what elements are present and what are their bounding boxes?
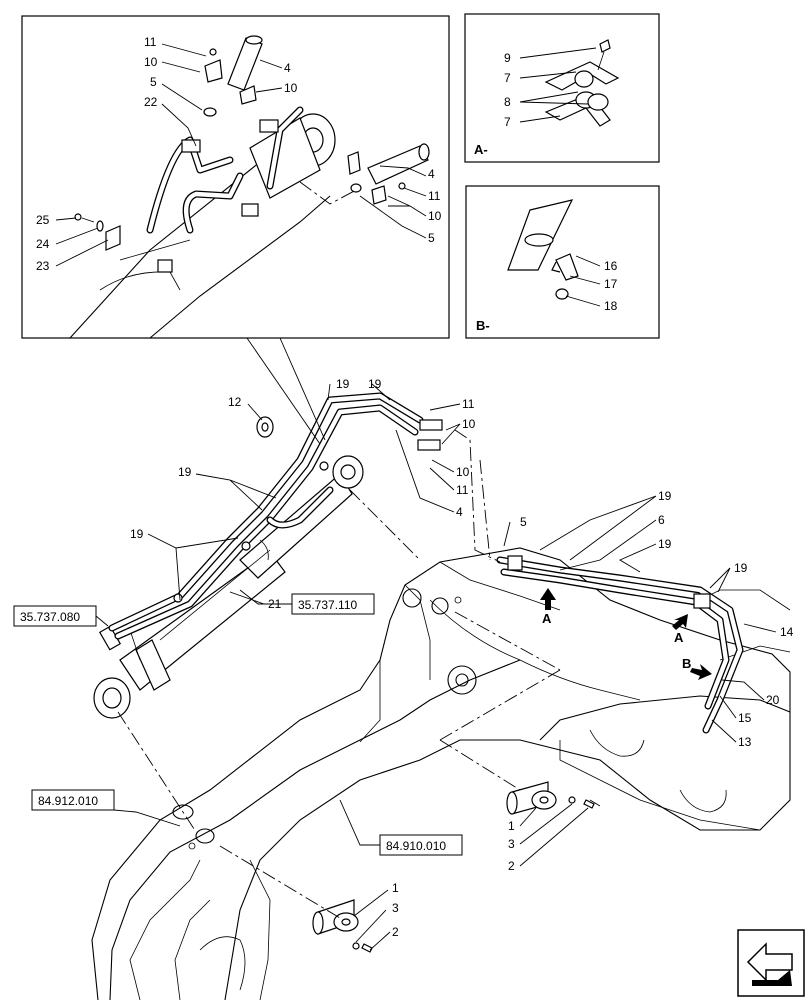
projection-lines bbox=[117, 429, 601, 919]
ref-label-3[interactable]: 84.912.010 bbox=[38, 794, 98, 808]
callout-24[interactable]: 24 bbox=[36, 237, 50, 251]
callout-6[interactable]: 6 bbox=[658, 513, 665, 527]
ref-3-leader bbox=[113, 809, 181, 827]
callout-19[interactable]: 19 bbox=[658, 537, 672, 551]
callout-7[interactable]: 7 bbox=[504, 115, 511, 129]
callout-11[interactable]: 11 bbox=[428, 189, 441, 203]
callout-19[interactable]: 19 bbox=[130, 527, 144, 541]
callout-1[interactable]: 1 bbox=[508, 819, 515, 833]
view-b-drawing bbox=[507, 199, 579, 300]
callout-17[interactable]: 17 bbox=[604, 277, 618, 291]
callout-14[interactable]: 14 bbox=[780, 625, 794, 639]
callout-7[interactable]: 7 bbox=[504, 71, 511, 85]
callout-10[interactable]: 10 bbox=[284, 81, 298, 95]
inset-leader-right bbox=[279, 337, 326, 441]
callout-8[interactable]: 8 bbox=[504, 95, 511, 109]
callout-10[interactable]: 10 bbox=[462, 417, 476, 431]
callout-15[interactable]: 15 bbox=[738, 711, 752, 725]
callout-1[interactable]: 1 bbox=[392, 881, 399, 895]
callout-18[interactable]: 18 bbox=[604, 299, 618, 313]
callout-11[interactable]: 11 bbox=[144, 35, 157, 49]
callout-3[interactable]: 3 bbox=[508, 837, 515, 851]
hose-lines bbox=[108, 392, 744, 734]
callout-10[interactable]: 10 bbox=[428, 209, 442, 223]
callout-19[interactable]: 19 bbox=[368, 377, 382, 391]
callout-21[interactable]: 21 bbox=[268, 597, 282, 611]
callout-19[interactable]: 19 bbox=[336, 377, 350, 391]
callout-19[interactable]: 19 bbox=[734, 561, 748, 575]
callout-2[interactable]: 2 bbox=[508, 859, 515, 873]
ref-label-2[interactable]: 35.737.110 bbox=[298, 598, 357, 612]
inset-leader-left bbox=[246, 337, 321, 445]
callout-19[interactable]: 19 bbox=[658, 489, 672, 503]
view-arrow-a2-label: A bbox=[674, 630, 684, 645]
callout-11[interactable]: 11 bbox=[456, 483, 469, 497]
callout-23[interactable]: 23 bbox=[36, 259, 50, 273]
ref-label-1[interactable]: 35.737.080 bbox=[20, 610, 80, 624]
callout-10[interactable]: 10 bbox=[456, 465, 470, 479]
callout-4[interactable]: 4 bbox=[456, 505, 463, 519]
ref-label-4[interactable]: 84.910.010 bbox=[386, 839, 446, 853]
ref-2-leader bbox=[239, 589, 292, 605]
view-b-title: B- bbox=[476, 318, 490, 333]
callout-5[interactable]: 5 bbox=[520, 515, 527, 529]
callout-leaders bbox=[55, 43, 777, 951]
callout-12[interactable]: 12 bbox=[228, 395, 242, 409]
callout-19[interactable]: 19 bbox=[178, 465, 192, 479]
callout-11[interactable]: 11 bbox=[462, 397, 475, 411]
ref-4-leader bbox=[339, 799, 380, 846]
callout-4[interactable]: 4 bbox=[428, 167, 435, 181]
callout-9[interactable]: 9 bbox=[504, 51, 511, 65]
callout-3[interactable]: 3 bbox=[392, 901, 399, 915]
ref-box-3[interactable] bbox=[31, 789, 115, 811]
callout-16[interactable]: 16 bbox=[604, 259, 618, 273]
callout-5[interactable]: 5 bbox=[428, 231, 435, 245]
callout-22[interactable]: 22 bbox=[144, 95, 158, 109]
pin-assembly-mid bbox=[506, 781, 595, 815]
detail-inset-drawing bbox=[69, 35, 430, 339]
view-arrow-a1-label: A bbox=[542, 611, 552, 626]
callout-4[interactable]: 4 bbox=[284, 61, 291, 75]
callout-5[interactable]: 5 bbox=[150, 75, 157, 89]
callout-13[interactable]: 13 bbox=[738, 735, 752, 749]
view-a-title: A- bbox=[474, 142, 488, 157]
navigation-arrow-icon[interactable] bbox=[737, 929, 805, 997]
washer-12 bbox=[256, 416, 274, 438]
view-arrows bbox=[540, 588, 712, 680]
view-arrow-b-label: B bbox=[682, 656, 691, 671]
ref-1-leader bbox=[95, 615, 109, 627]
callout-10[interactable]: 10 bbox=[144, 55, 158, 69]
callout-20[interactable]: 20 bbox=[766, 693, 780, 707]
callout-labels: 11 10 5 22 4 10 4 11 10 5 25 24 23 9 7 8… bbox=[36, 35, 794, 939]
callout-25[interactable]: 25 bbox=[36, 213, 50, 227]
pin-assembly-lower bbox=[312, 899, 373, 953]
callout-2[interactable]: 2 bbox=[392, 925, 399, 939]
